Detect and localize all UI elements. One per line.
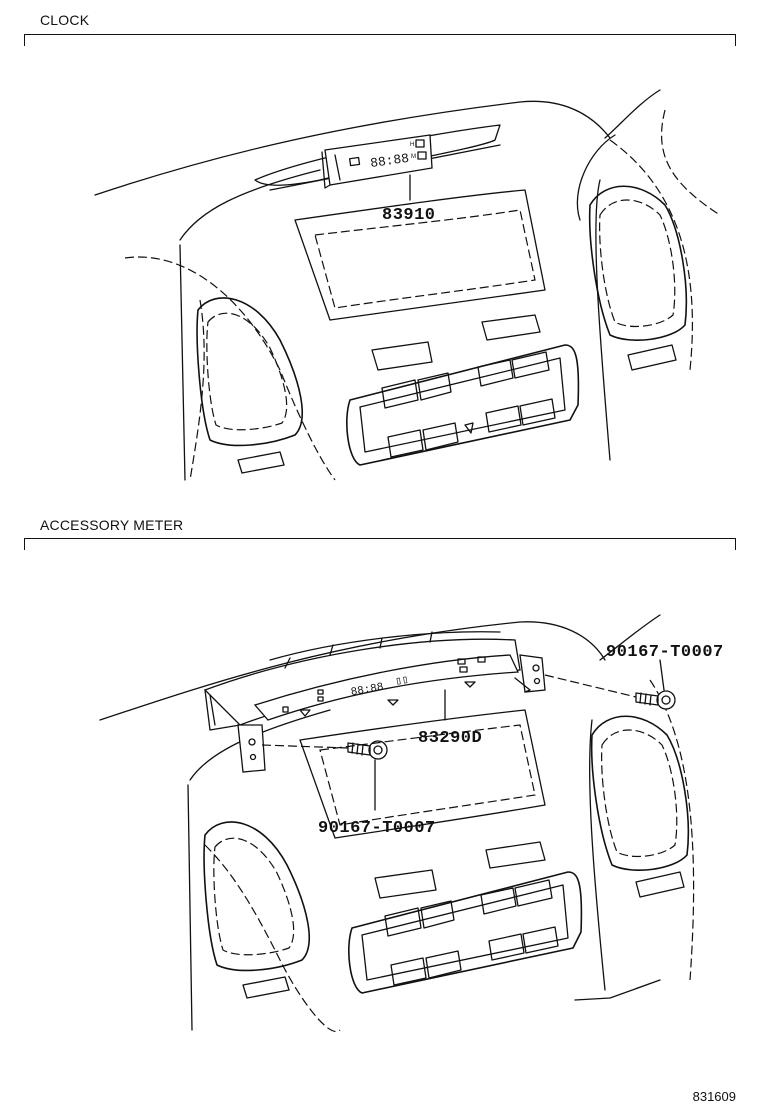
climate-bank-inner — [359, 357, 566, 453]
climate-buttons — [384, 879, 559, 986]
display-frame-outer — [299, 709, 546, 839]
dash-right-edge — [599, 614, 661, 661]
clock-button-h-label: H — [410, 142, 414, 148]
screw-upper-dash — [544, 674, 637, 698]
climate-bank-outer — [346, 344, 580, 466]
panel-lower-right — [574, 979, 661, 1001]
meter-display-digits: 88:88 — [350, 682, 385, 700]
left-dashed-2 — [189, 299, 205, 481]
right-vent-outer — [590, 715, 690, 871]
left-vent-inner — [213, 837, 295, 956]
screw-upper-right — [635, 690, 676, 710]
button-left — [371, 341, 433, 371]
screw-upper-part-number: 90167-T0007 — [606, 643, 724, 662]
panel-left-side — [187, 784, 193, 1031]
left-dashed — [124, 256, 336, 481]
climate-buttons — [381, 351, 556, 458]
dash-right-edge — [604, 89, 661, 139]
button-right — [481, 314, 541, 341]
climate-bank-inner — [361, 884, 569, 981]
display-frame-outer — [294, 189, 546, 321]
left-vent-inner — [206, 312, 288, 431]
left-vent-tab — [237, 451, 285, 474]
clock-section-bracket — [24, 34, 736, 46]
panel-right-side — [595, 179, 611, 461]
left-vent-tab — [242, 976, 290, 999]
screw-lower-dash — [261, 744, 349, 749]
clock-display-digits: 88:88 — [369, 151, 410, 171]
button-left — [374, 869, 437, 899]
dash-top-edge — [94, 100, 611, 196]
meter-part-number: 83290D — [418, 729, 482, 748]
screw-lower-part-number: 90167-T0007 — [318, 819, 436, 838]
display-frame-inner — [319, 724, 536, 826]
screw-upper-leader — [659, 659, 665, 691]
panel-right-side — [589, 719, 606, 991]
climate-bank-outer — [348, 871, 583, 994]
clock-diagram: 88:88 H M 83910 — [94, 89, 721, 481]
dash-right-dashed — [649, 679, 695, 981]
button-right — [485, 841, 546, 869]
accessory-meter-diagram: 88:88 ▯▯ 90167-T0007 90167-T0007 83290D — [99, 614, 724, 1033]
dash-right-dashed — [609, 139, 693, 371]
accessory-meter-section-bracket — [24, 538, 736, 550]
clock-unit: 88:88 H M — [321, 134, 433, 189]
left-dashed — [204, 844, 341, 1033]
panel-left-side — [179, 244, 186, 481]
panel-right-upper — [576, 134, 616, 221]
accessory-meter-unit: 88:88 ▯▯ — [203, 631, 546, 773]
accessory-meter-section-title: ACCESSORY METER — [40, 517, 184, 533]
panel-left-curve — [179, 169, 321, 241]
clock-part-number: 83910 — [382, 206, 436, 225]
left-vent-outer — [196, 297, 303, 447]
clock-section-title: CLOCK — [40, 12, 90, 28]
right-vent-inner — [599, 199, 676, 328]
right-vent-tab — [627, 344, 677, 371]
dash-right-dashed-2 — [661, 109, 721, 216]
display-frame-inner — [314, 209, 536, 309]
figure-id: 831609 — [692, 1089, 736, 1104]
left-vent-outer — [203, 821, 310, 972]
clock-button-m-label: M — [411, 154, 416, 160]
svg-text:▯▯: ▯▯ — [395, 674, 410, 688]
right-vent-outer — [588, 185, 688, 341]
right-vent-tab — [635, 871, 685, 898]
right-vent-inner — [601, 729, 678, 858]
